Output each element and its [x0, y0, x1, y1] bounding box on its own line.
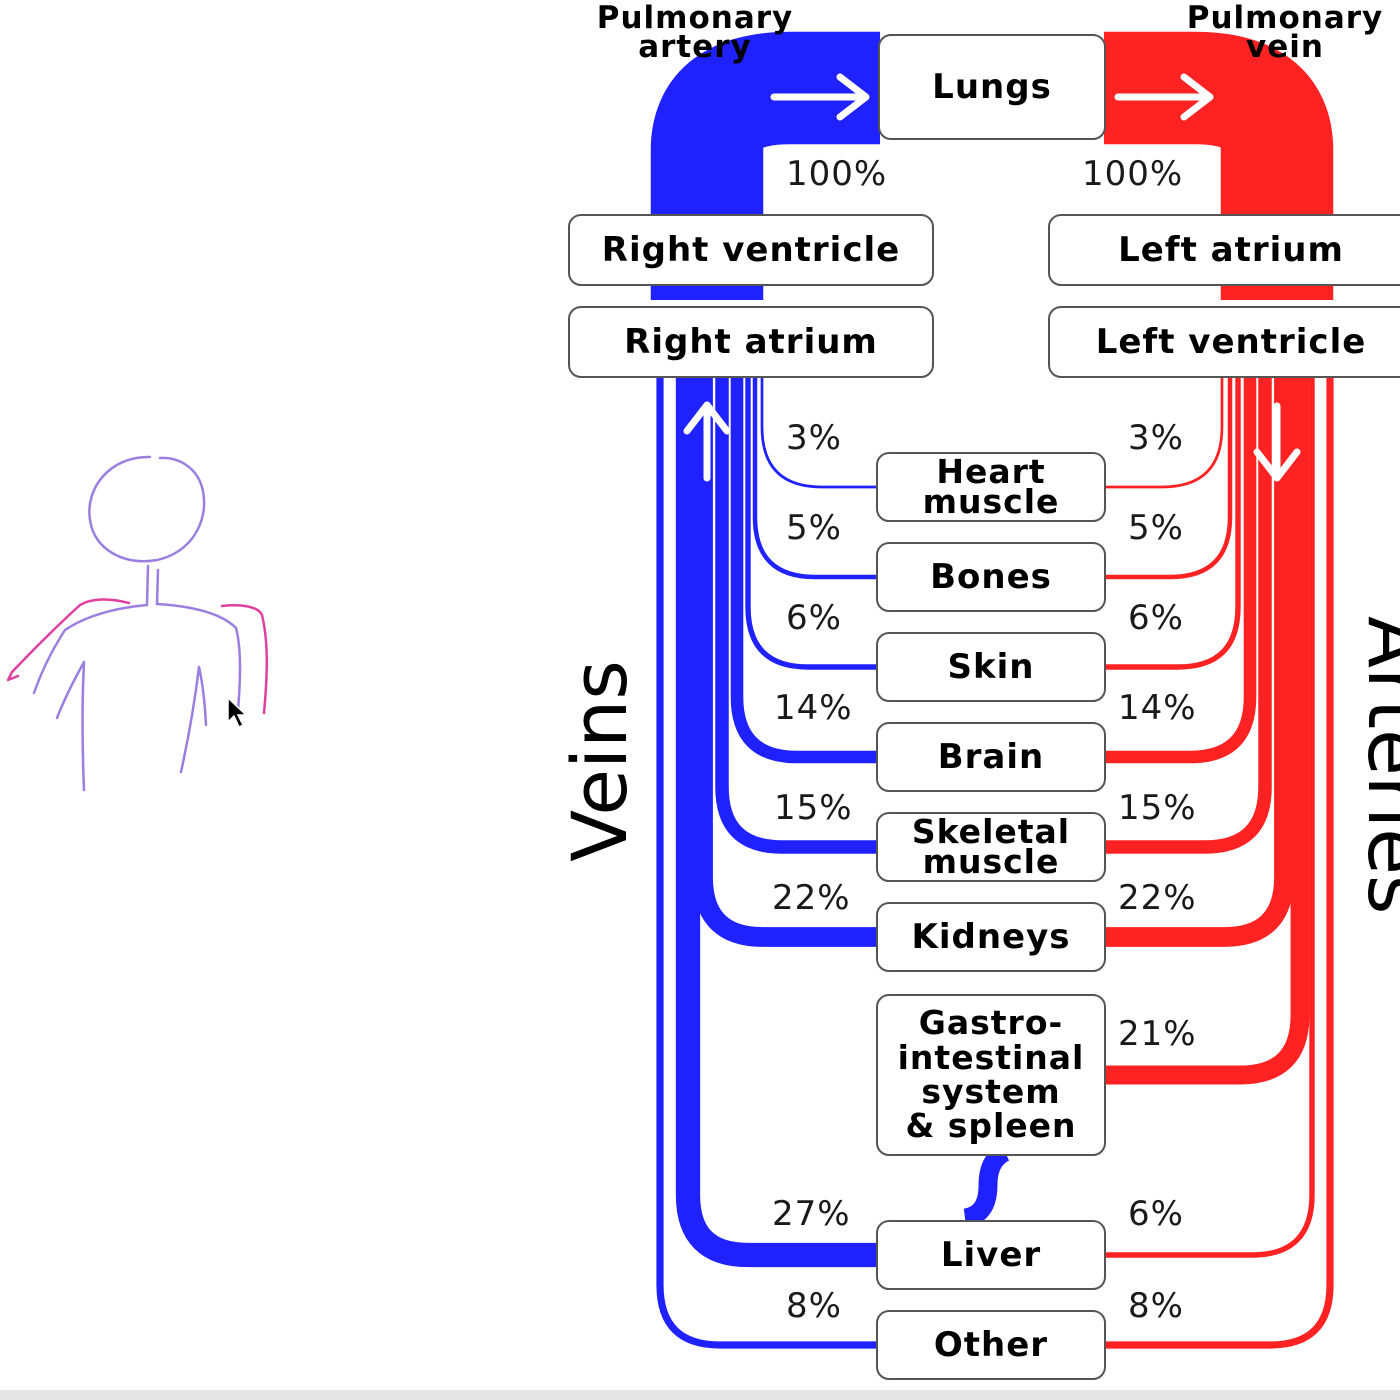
skin-venous-percent: 6% [786, 598, 842, 638]
kidneys-artery [1102, 372, 1294, 947]
portal-vein [963, 1143, 1010, 1228]
lungs-arterial-percent: 100% [1082, 154, 1184, 194]
skin-artery [1102, 372, 1241, 670]
sketch-neck-right [155, 568, 160, 606]
pulmonary-artery-vessel [650, 31, 880, 300]
sketch-left-arm [6, 598, 131, 682]
heart-muscle-arterial-percent: 3% [1128, 418, 1184, 458]
kidneys-box: Kidneys [876, 902, 1106, 972]
kidneys-vein [693, 372, 880, 947]
sketch-right-torso [179, 665, 208, 774]
pulmonary-artery-label: Pulmonary artery [596, 0, 794, 65]
lungs-venous-percent: 100% [786, 154, 888, 194]
liver-vein [675, 372, 880, 1268]
skeletal-muscle-vein [715, 372, 880, 854]
heart-muscle-box: Heart muscle [876, 452, 1106, 522]
sketch-left-shoulder [32, 603, 149, 695]
sketch-right-shoulder [155, 602, 242, 713]
brain-arterial-percent: 14% [1118, 688, 1197, 728]
bones-arterial-percent: 5% [1128, 508, 1184, 548]
right-ventricle-box: Right ventricle [568, 214, 934, 286]
brain-artery [1102, 372, 1257, 764]
sketch-neck-left [145, 564, 150, 607]
skeletal-muscle-arterial-percent: 15% [1118, 788, 1197, 828]
skeletal-muscle-box: Skeletal muscle [876, 812, 1106, 882]
sketch-head [88, 455, 206, 563]
pulmonary-vein-label: Pulmonary vein [1186, 0, 1384, 65]
skin-vein [745, 372, 880, 670]
right-atrium-box: Right atrium [568, 306, 934, 378]
arrow-from-lungs-icon [1114, 73, 1214, 121]
gi-artery [1102, 372, 1310, 1085]
skin-arterial-percent: 6% [1128, 598, 1184, 638]
mouse-pointer-icon [227, 696, 248, 729]
left-atrium-box: Left atrium [1048, 214, 1400, 286]
liver-venous-percent: 27% [772, 1194, 851, 1234]
sketch-right-arm [220, 604, 269, 715]
arrow-down-arteries-icon [1253, 402, 1301, 482]
brain-box: Brain [876, 722, 1106, 792]
liver-artery [1102, 372, 1315, 1258]
arteries-label: Arteries [1351, 616, 1400, 915]
gi-spleen-box: Gastro- intestinal system & spleen [876, 994, 1106, 1156]
hand-drawn-figure-sketch [6, 455, 269, 792]
lungs-box: Lungs [878, 34, 1106, 140]
bones-box: Bones [876, 542, 1106, 612]
kidneys-arterial-percent: 22% [1118, 878, 1197, 918]
heart-muscle-artery [1102, 372, 1224, 489]
kidneys-venous-percent: 22% [772, 878, 851, 918]
other-box: Other [876, 1310, 1106, 1380]
brain-venous-percent: 14% [774, 688, 853, 728]
flow-arrows [683, 73, 1301, 482]
brain-vein [730, 372, 880, 764]
sketch-left-torso [55, 660, 86, 792]
arrow-to-lungs-icon [770, 73, 870, 121]
vessel-paths [650, 31, 1334, 1349]
gi-arterial-percent: 21% [1118, 1014, 1197, 1054]
veins-label: Veins [555, 660, 644, 862]
left-ventricle-box: Left ventricle [1048, 306, 1400, 378]
skeletal-muscle-artery [1102, 372, 1272, 854]
liver-box: Liver [876, 1220, 1106, 1290]
skin-box: Skin [876, 632, 1106, 702]
arrow-up-veins-icon [683, 401, 731, 482]
heart-muscle-vein [760, 372, 880, 489]
skeletal-muscle-venous-percent: 15% [774, 788, 853, 828]
liver-arterial-percent: 6% [1128, 1194, 1184, 1234]
bottom-edge-band [0, 1390, 1400, 1400]
bones-artery [1102, 372, 1233, 580]
bones-vein [752, 372, 880, 580]
other-vein [656, 372, 880, 1349]
bones-venous-percent: 5% [786, 508, 842, 548]
other-artery [1102, 372, 1334, 1349]
heart-muscle-venous-percent: 3% [786, 418, 842, 458]
other-arterial-percent: 8% [1128, 1286, 1184, 1326]
other-venous-percent: 8% [786, 1286, 842, 1326]
